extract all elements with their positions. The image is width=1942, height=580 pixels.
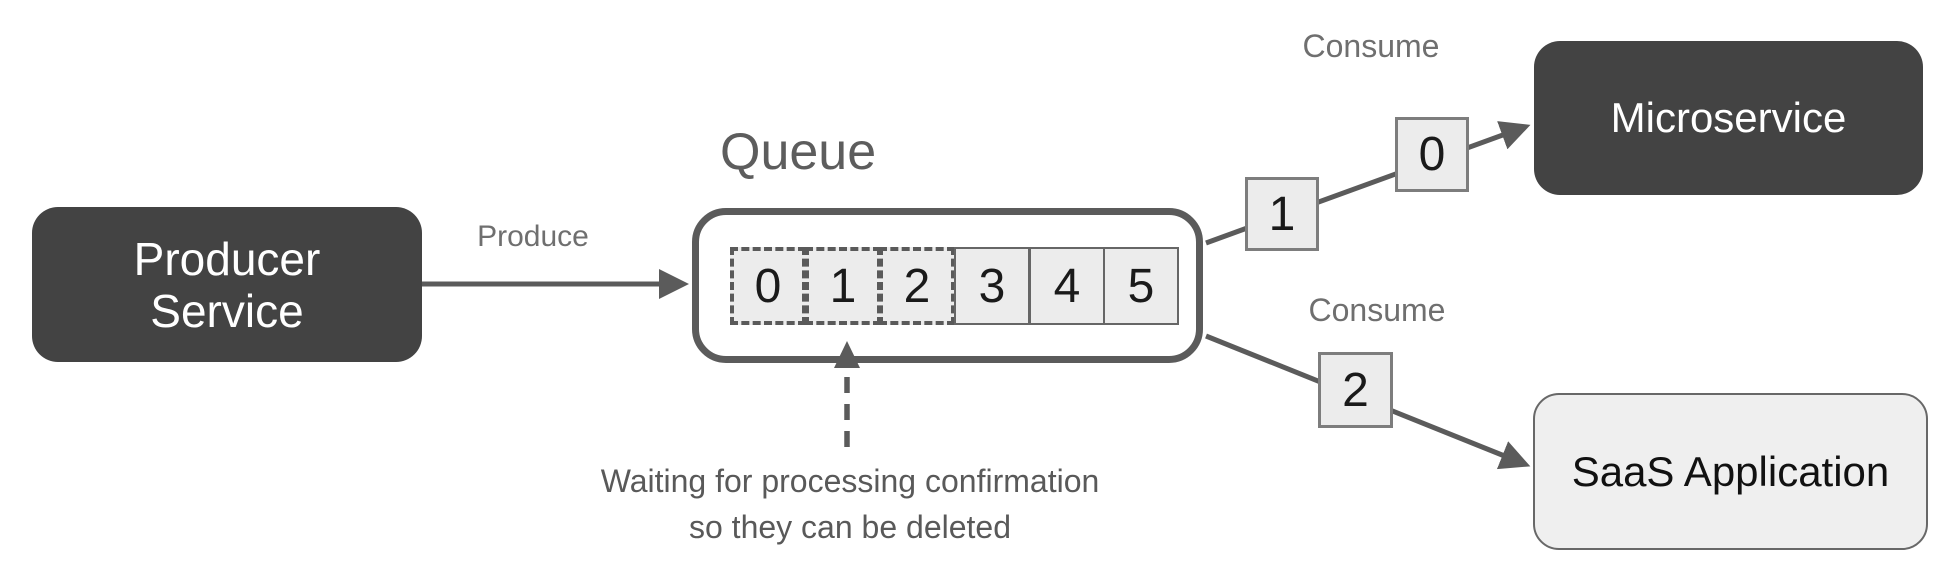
queue-cell-0: 0 — [730, 247, 806, 325]
message-box-2: 2 — [1318, 352, 1393, 428]
message-box-0: 0 — [1395, 117, 1469, 192]
saas-application-node: SaaS Application — [1533, 393, 1928, 550]
annotation-line2: so they can be deleted — [688, 509, 1012, 545]
queue-cell-5: 5 — [1103, 247, 1179, 325]
message-box-1: 1 — [1245, 177, 1319, 251]
annotation-line1: Waiting for processing confirmation — [600, 463, 1100, 499]
saas-label: SaaS Application — [1571, 447, 1890, 495]
produce-label: Produce — [477, 220, 589, 253]
queue-title: Queue — [720, 123, 877, 181]
producer-service-node: Producer Service — [32, 207, 422, 362]
microservice-label: Microservice — [1610, 94, 1847, 141]
queue-cell-3: 3 — [954, 247, 1030, 325]
queue-node: 0 1 2 3 4 5 — [692, 208, 1203, 363]
queue-cell-4: 4 — [1029, 247, 1105, 325]
queue-cell-1: 1 — [805, 247, 881, 325]
consume-label-top: Consume — [1302, 28, 1440, 64]
producer-label-line1: Producer — [133, 232, 321, 285]
queue-cell-2: 2 — [879, 247, 955, 325]
producer-label-line2: Service — [150, 284, 304, 337]
confirmation-annotation: Waiting for processing confirmation so t… — [601, 458, 1100, 550]
consume-label-bottom: Consume — [1308, 292, 1446, 328]
microservice-node: Microservice — [1534, 41, 1923, 195]
